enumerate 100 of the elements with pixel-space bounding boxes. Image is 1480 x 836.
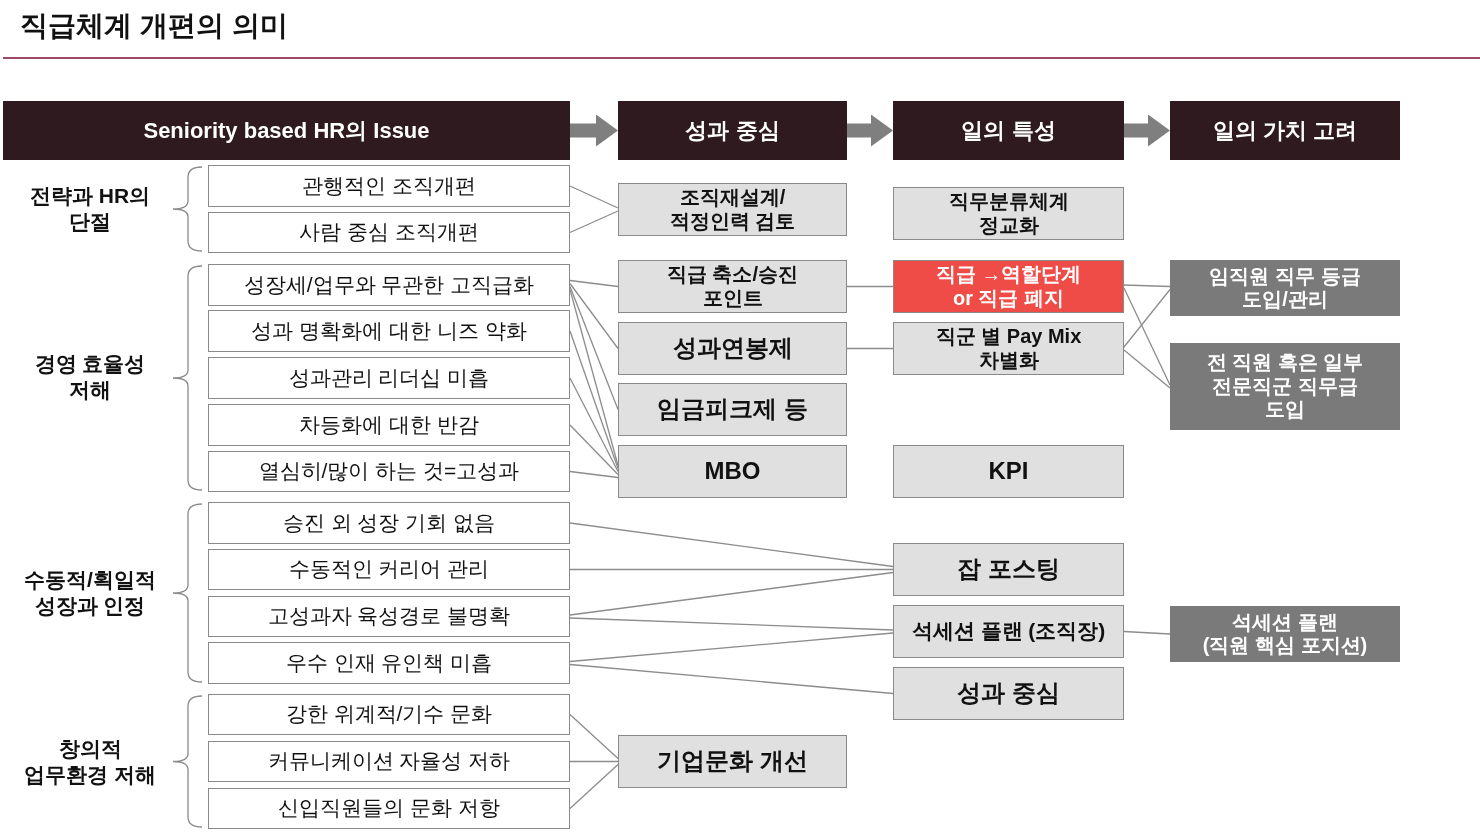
- connector-line: [569, 568, 894, 571]
- block-arrow: [1124, 114, 1170, 147]
- header-label: 일의 가치 고려: [1212, 117, 1358, 144]
- issue-box: [208, 404, 570, 446]
- connector-line: [569, 185, 619, 209]
- connector-line: [569, 210, 619, 234]
- measure-box: [618, 735, 847, 788]
- connector-line: [569, 424, 619, 476]
- outcome-label: 전 직원 혹은 일부 전문직군 직무급 도입: [1205, 351, 1365, 422]
- outcome-label: 임직원 직무 등급 도입/관리: [1208, 264, 1362, 312]
- measure-box: [618, 260, 847, 313]
- connector-line: [569, 763, 619, 810]
- issue-label: 고성과자 육성경로 불명확: [267, 604, 511, 629]
- measure-label: 잡 포스팅: [957, 555, 1060, 584]
- connector-line: [569, 663, 894, 695]
- issue-label: 커뮤니케이션 자율성 저하: [267, 749, 511, 774]
- page-title: 직급체계 개편의 의미: [20, 9, 288, 43]
- issue-box: [208, 451, 570, 492]
- column-header: [618, 101, 847, 160]
- issue-box: [208, 502, 570, 544]
- measure-label: 직군 별 Pay Mix 차별화: [934, 325, 1083, 372]
- column-header: [893, 101, 1124, 160]
- issue-label: 성장세/업무와 무관한 고직급화: [243, 272, 535, 298]
- measure-box: [893, 187, 1124, 240]
- connector-line: [569, 377, 619, 473]
- measure-box: [618, 383, 847, 436]
- group-label: 경영 효율성 저해: [33, 350, 147, 403]
- measure-box: [893, 667, 1124, 720]
- measure-box: [893, 445, 1124, 498]
- issue-box: [208, 357, 570, 399]
- measure-box: [893, 322, 1124, 375]
- block-arrow: [570, 114, 618, 147]
- issue-label: 우수 인재 유인책 미흡: [285, 650, 493, 676]
- connector-line: [569, 330, 619, 470]
- connector-line: [569, 617, 894, 631]
- issue-label: 차등화에 대한 반감: [299, 412, 479, 438]
- outcome-box: [1170, 260, 1400, 316]
- connector-line: [569, 632, 894, 663]
- connector-line: [1123, 349, 1171, 389]
- issue-label: 성과 명확화에 대한 니즈 약화: [251, 318, 527, 344]
- column-header: [1170, 101, 1400, 160]
- measure-label: 기업문화 개선: [657, 747, 808, 776]
- measure-label: 임금피크제 등: [657, 395, 808, 424]
- column-header: [3, 101, 570, 160]
- measure-label: 직급 축소/승진 포인트: [665, 263, 800, 310]
- outcome-box: [1170, 343, 1400, 430]
- issue-box: [208, 642, 570, 684]
- measure-label: 성과연봉제: [672, 334, 793, 363]
- connector-line: [846, 347, 894, 350]
- issue-label: 성과관리 리더십 미흡: [288, 365, 490, 391]
- outcome-box: [1170, 606, 1400, 662]
- connector-line: [569, 279, 619, 288]
- group-label: 창의적 업무환경 저해: [23, 735, 157, 788]
- outcome-label: 석세션 플랜 (직원 핵심 포지션): [1202, 610, 1368, 658]
- measure-box: [618, 183, 847, 236]
- measure-label: 성과 중심: [957, 679, 1060, 708]
- issue-box: [208, 264, 570, 306]
- measure-label: MBO: [704, 457, 761, 486]
- highlight-box: [893, 260, 1124, 313]
- header-label: 일의 특성: [961, 117, 1056, 144]
- measure-box: [618, 445, 847, 498]
- group-label: 수동적/획일적 성장과 인정: [23, 566, 157, 619]
- connector-line: [846, 285, 894, 288]
- issue-label: 열심히/많이 하는 것=고성과: [258, 459, 520, 484]
- issue-label: 강한 위계적/기수 문화: [285, 702, 493, 727]
- issue-box: [208, 212, 570, 253]
- measure-label: 조직재설계/ 적정인력 검토: [668, 186, 797, 233]
- connector-line: [569, 522, 894, 568]
- issue-label: 관행적인 조직개편: [302, 173, 476, 199]
- issue-label: 사람 중심 조직개편: [299, 220, 479, 245]
- connector-line: [1123, 630, 1171, 635]
- issue-label: 수동적인 커리어 관리: [288, 557, 490, 582]
- issue-box: [208, 596, 570, 637]
- measure-box: [618, 322, 847, 375]
- connector-line: [569, 760, 619, 763]
- highlight-label: 직급 →역할단계 or 직급 폐지: [934, 263, 1083, 310]
- issue-box: [208, 549, 570, 590]
- issue-box: [208, 741, 570, 782]
- connector-line: [569, 470, 619, 479]
- header-label: Seniority based HR의 Issue: [143, 117, 430, 144]
- group-label: 전략과 HR의 단절: [28, 182, 152, 235]
- connector-line: [569, 282, 619, 350]
- connector-line: [569, 713, 619, 760]
- measure-label: 석세션 플랜 (조직장): [911, 619, 1106, 644]
- connector-line: [1123, 284, 1171, 288]
- measure-box: [893, 605, 1124, 658]
- measure-label: KPI: [988, 457, 1029, 486]
- header-label: 성과 중심: [685, 117, 780, 144]
- measure-label: 직무분류체계 정교화: [947, 190, 1070, 237]
- issue-label: 신입직원들의 문화 저항: [278, 796, 500, 821]
- issue-box: [208, 165, 570, 207]
- issue-label: 승진 외 성장 기회 없음: [282, 510, 496, 536]
- measure-box: [893, 543, 1124, 596]
- connector-line: [569, 571, 894, 616]
- issue-box: [208, 694, 570, 735]
- block-arrow: [847, 114, 893, 147]
- issue-box: [208, 788, 570, 829]
- connector-line: [569, 285, 619, 411]
- issue-box: [208, 310, 570, 352]
- connector-line: [1123, 287, 1171, 386]
